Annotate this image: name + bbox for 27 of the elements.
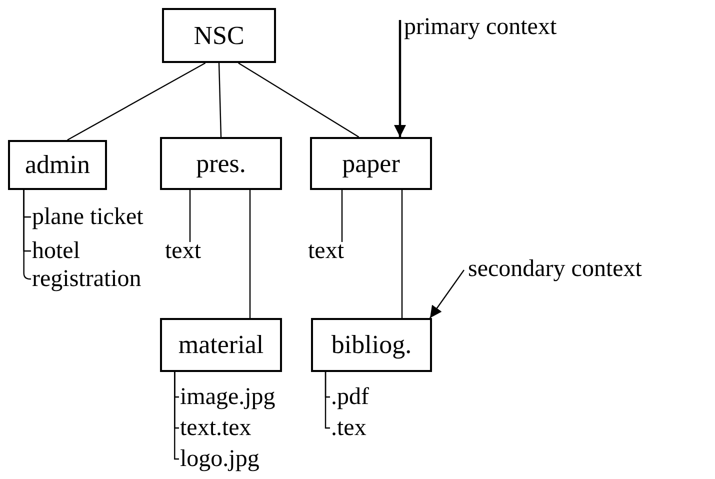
arrow bbox=[394, 20, 406, 137]
folder-box: pres. bbox=[160, 137, 282, 190]
arrow bbox=[430, 270, 464, 318]
item-label: secondary context bbox=[468, 256, 642, 282]
folder-box: admin bbox=[8, 140, 107, 190]
item-label: hotel bbox=[32, 238, 80, 264]
item-label: registration bbox=[32, 266, 142, 292]
connector-line bbox=[67, 62, 206, 141]
item-label: text bbox=[308, 238, 344, 264]
item-label: logo.jpg bbox=[180, 446, 260, 472]
connector-line bbox=[324, 372, 330, 429]
connector-line bbox=[238, 62, 360, 138]
item-label: image.jpg bbox=[180, 384, 276, 410]
item-label: .tex bbox=[331, 415, 366, 442]
item-label: text bbox=[165, 238, 201, 264]
connector-line bbox=[218, 62, 222, 138]
item-label: text.tex bbox=[180, 415, 252, 442]
folder-box: bibliog. bbox=[311, 318, 432, 372]
connector-line bbox=[341, 190, 343, 242]
item-label: .pdf bbox=[331, 384, 369, 410]
connector-line bbox=[189, 190, 191, 242]
item-label: primary context bbox=[404, 14, 557, 40]
folder-box: NSC bbox=[162, 8, 276, 63]
connector-line bbox=[174, 372, 179, 460]
item-label: plane ticket bbox=[32, 204, 144, 230]
folder-box: material bbox=[160, 318, 282, 372]
folder-box: paper bbox=[310, 137, 432, 190]
